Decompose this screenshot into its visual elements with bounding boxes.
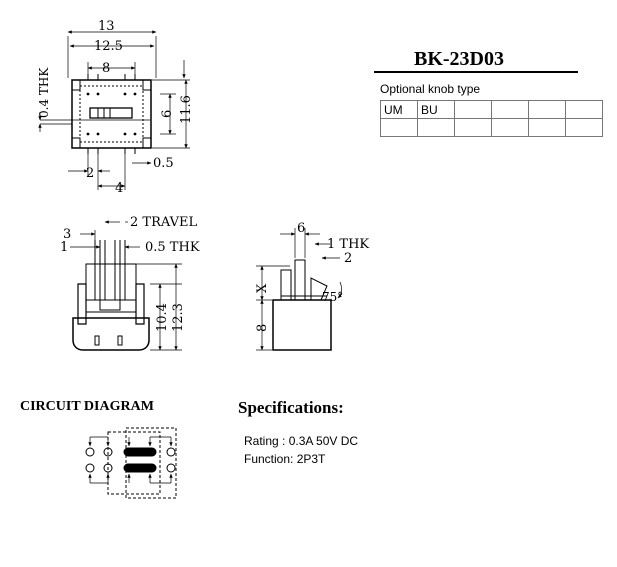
knob-cell [380,118,418,137]
knob-row: UM BU [380,100,603,119]
knob-caption: Optional knob type [380,82,481,96]
top-view-inner [79,85,144,143]
dim-12-5: 12.5 [94,39,123,54]
top-view-body [71,79,152,149]
dim-0-5: 0.5 [153,156,174,171]
knob-cell [565,118,603,137]
dim-x: X [255,283,270,293]
front-view [70,220,182,351]
knob-cell: BU [417,100,455,119]
dim-1: 1 [60,240,68,255]
top-view [38,30,190,190]
dim-8-side: 8 [255,324,270,332]
knob-cell [491,100,529,119]
spec-function: Function: 2P3T [244,452,326,466]
knob-cell [454,118,492,137]
dim-6: 6 [160,110,175,118]
part-number-title: BK-23D03 [414,48,504,70]
dim-0-4-thk: 0.4 THK [37,67,51,118]
dim-2: 2 [86,166,94,181]
dim-4: 4 [115,181,123,196]
circuit-bar-bottom [123,463,157,473]
dim-8: 8 [102,61,110,76]
specifications-title: Specifications: [238,398,344,417]
knob-row [380,118,603,137]
dim-6-side: 6 [297,221,305,236]
dim-75-deg: 75° [322,290,343,304]
dim-0-5-thk: 0.5 THK [145,240,200,255]
dim-10-4: 10.4 [155,303,170,332]
dim-2-travel: 2 TRAVEL [130,215,197,230]
dim-3: 3 [63,227,71,242]
circuit-diagram-title: CIRCUIT DIAGRAM [20,399,154,414]
side-view [256,228,342,351]
knob-cell [491,118,529,137]
circuit-diagram [85,427,177,499]
knob-table: UM BU [380,100,603,137]
spec-rating: Rating : 0.3A 50V DC [244,434,359,448]
top-view-slider [89,107,133,119]
knob-cell: UM [380,100,418,119]
knob-cell [417,118,455,137]
dim-12-3: 12.3 [171,303,186,332]
knob-cell [528,100,566,119]
knob-cell [565,100,603,119]
title-underline [374,71,578,73]
dim-13: 13 [98,19,115,34]
dim-11-6: 11.6 [179,95,194,124]
dim-1-thk: 1 THK [327,237,369,252]
knob-cell [528,118,566,137]
knob-cell [454,100,492,119]
dim-2-side: 2 [344,251,352,266]
circuit-bar-top [123,447,157,457]
